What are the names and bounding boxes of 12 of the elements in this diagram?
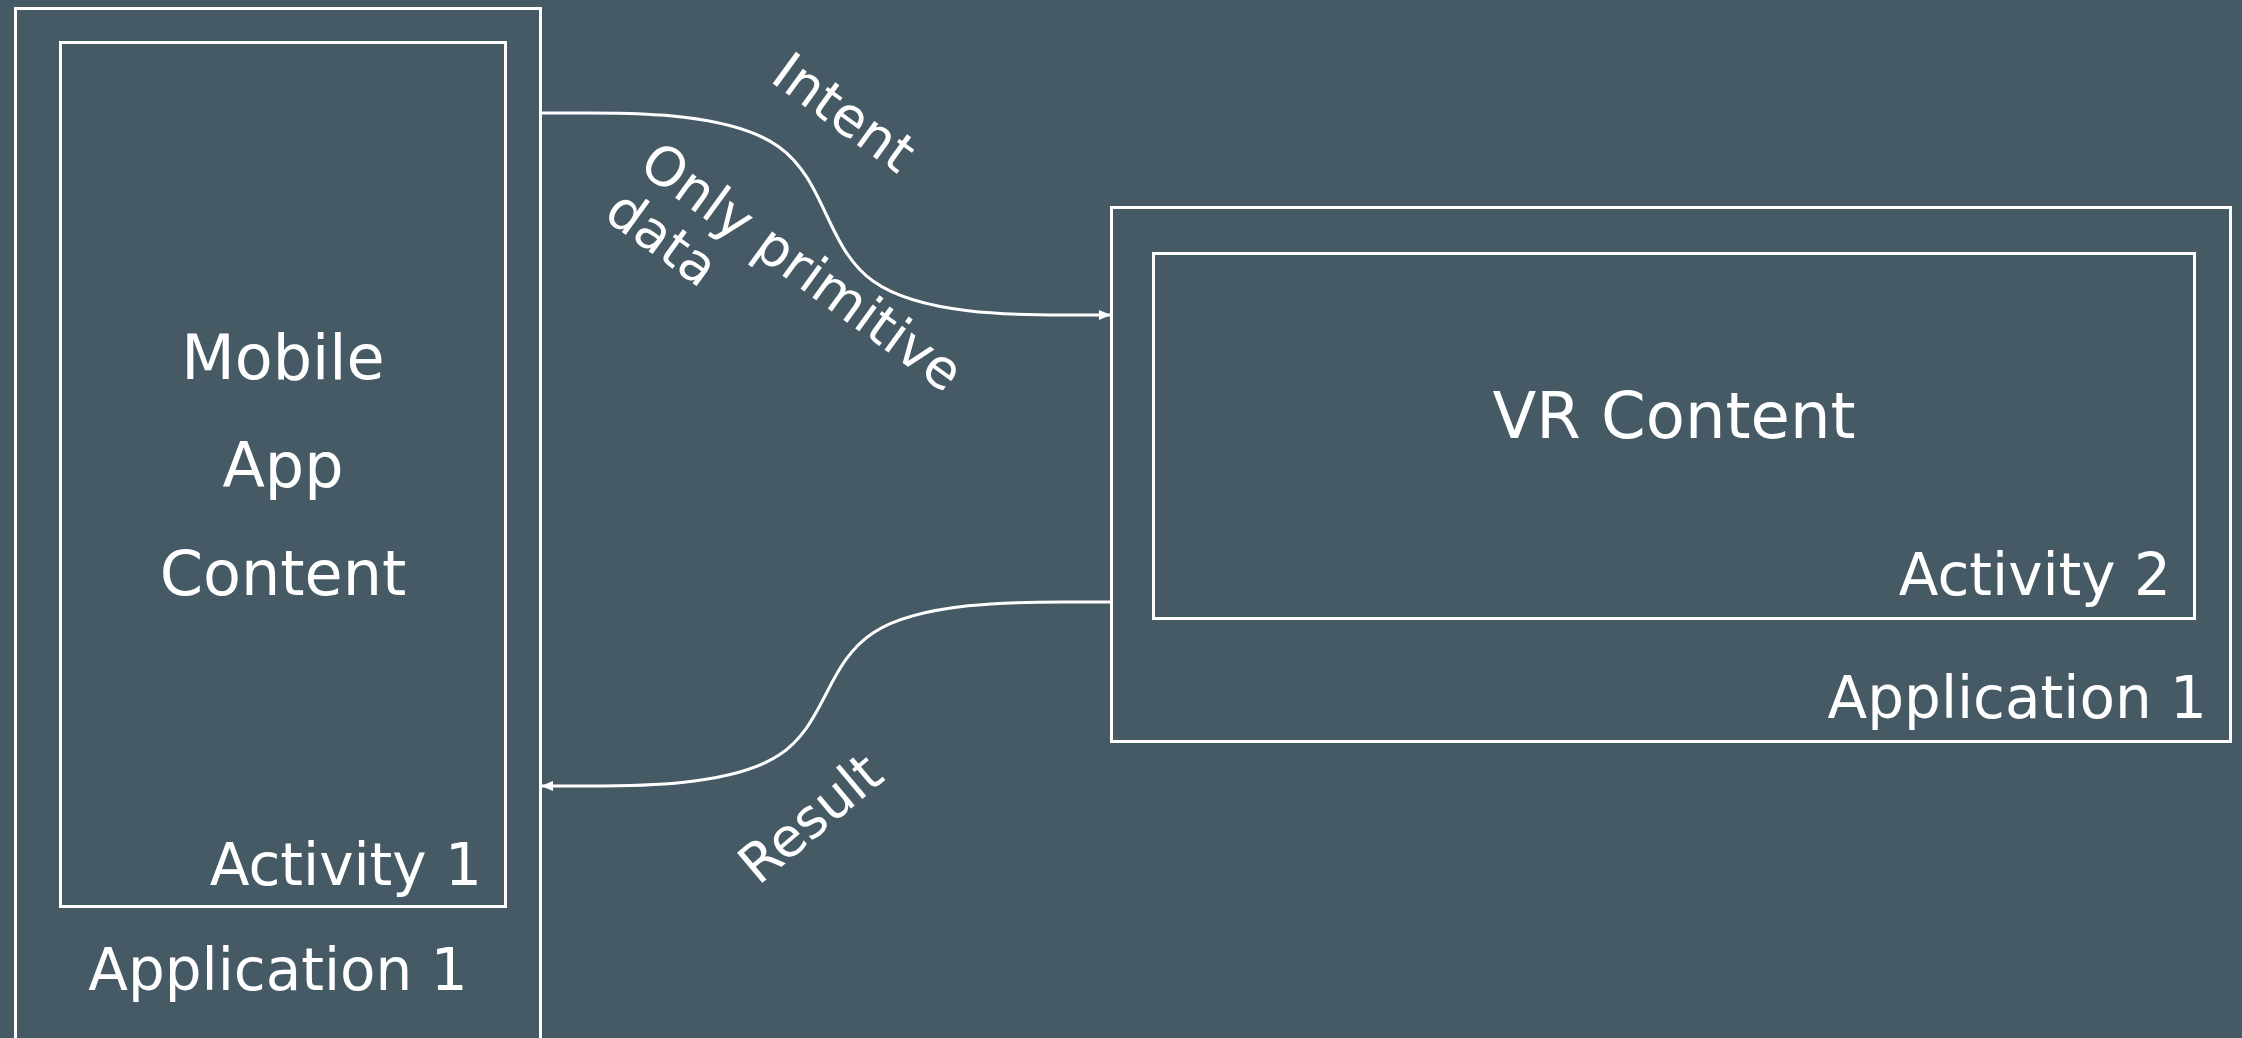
activity-box [1152,252,2196,620]
activity-box [59,41,507,908]
application-label: Application 1 [1827,665,2207,732]
application-frame [14,7,542,1038]
activity-label: Activity 2 [1898,542,2171,609]
curved-arrow [542,111,1111,320]
curved-arrow [541,600,1110,791]
content-title: VR Content [1491,380,1857,454]
content-title: Mobile App Content [158,320,408,612]
activity-label: Activity 1 [209,832,482,899]
application-frame [1110,206,2232,743]
application-label: Application 1 [87,937,469,1004]
